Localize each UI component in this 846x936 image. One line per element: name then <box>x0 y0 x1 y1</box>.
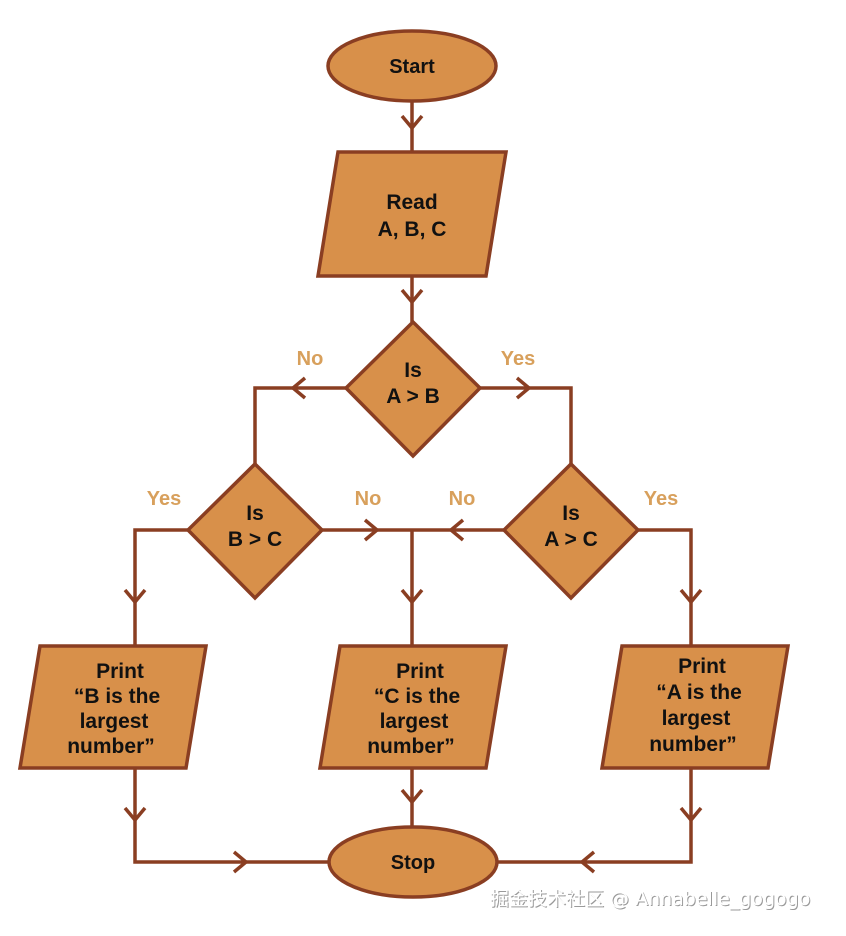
arrow-down-icon <box>679 806 703 823</box>
stop-terminal: Stop <box>327 825 499 899</box>
arrow-down-icon <box>400 288 424 305</box>
arrow-down-icon <box>400 788 424 805</box>
decision-ab-line-2: A > B <box>386 385 439 408</box>
print-b-line-3: largest <box>80 710 149 733</box>
arrow-down-icon <box>123 806 147 823</box>
arrow-right-icon <box>515 376 532 400</box>
branch-label-ab-no: No <box>297 348 324 370</box>
print-a-line-1: Print <box>678 655 726 678</box>
connector-bc-yes <box>133 528 188 646</box>
watermark-shadow: 掘金技术社区 @ Annabelle_gogogo <box>491 889 811 911</box>
decision-b-gt-c: Is B > C <box>185 461 325 601</box>
print-c-line-4: number” <box>367 735 455 758</box>
connector-print-b-stop <box>133 768 330 864</box>
start-label: Start <box>389 56 435 78</box>
arrow-left-icon <box>579 850 596 874</box>
branch-label-ac-yes: Yes <box>644 488 678 510</box>
print-c-line-3: largest <box>380 710 449 733</box>
decision-ac-line-1: Is <box>562 502 580 525</box>
arrow-right-icon <box>232 850 249 874</box>
print-b-line-4: number” <box>67 735 155 758</box>
arrow-heads <box>123 114 703 874</box>
arrow-down-icon <box>400 114 424 131</box>
decision-a-gt-b: Is A > B <box>343 319 483 459</box>
read-label-line-1: Read <box>386 191 437 214</box>
print-b-line-1: Print <box>96 660 144 683</box>
branch-label-bc-no: No <box>355 488 382 510</box>
connector-ac-yes <box>638 528 693 646</box>
branch-label-ab-yes: Yes <box>501 348 535 370</box>
branch-labels: No Yes Yes No No Yes <box>147 348 678 510</box>
print-a-line-3: largest <box>662 707 731 730</box>
connector-ab-no <box>253 386 346 464</box>
print-a-node: Print “A is the largest number” <box>599 644 791 770</box>
connector-print-a-stop <box>496 768 693 864</box>
decision-ab-line-1: Is <box>404 359 422 382</box>
connector-ab-yes <box>480 386 573 464</box>
read-label-line-2: A, B, C <box>378 218 447 241</box>
arrow-left-icon <box>290 376 307 400</box>
print-c-line-1: Print <box>396 660 444 683</box>
print-b-node: Print “B is the largest number” <box>17 644 209 770</box>
watermark: 掘金技术社区 @ Annabelle_gogogo <box>490 888 810 910</box>
decision-ac-line-2: A > C <box>544 528 597 551</box>
print-b-line-2: “B is the <box>74 685 160 708</box>
arrow-down-icon <box>400 588 424 605</box>
arrow-down-icon <box>679 588 703 605</box>
branch-label-bc-yes: Yes <box>147 488 181 510</box>
arrow-right-icon <box>363 518 380 542</box>
read-input-node: Read A, B, C <box>315 150 509 278</box>
decision-a-gt-c: Is A > C <box>501 461 641 601</box>
decision-bc-line-2: B > C <box>228 528 282 551</box>
branch-label-ac-no: No <box>449 488 476 510</box>
print-c-line-2: “C is the <box>374 685 460 708</box>
print-c-node: Print “C is the largest number” <box>317 644 509 770</box>
arrow-down-icon <box>123 588 147 605</box>
stop-label: Stop <box>391 852 435 874</box>
connectors <box>133 100 693 864</box>
decision-bc-line-1: Is <box>246 502 264 525</box>
print-a-line-2: “A is the <box>656 681 742 704</box>
start-terminal: Start <box>326 29 498 103</box>
print-a-line-4: number” <box>649 733 737 756</box>
arrow-left-icon <box>448 518 465 542</box>
